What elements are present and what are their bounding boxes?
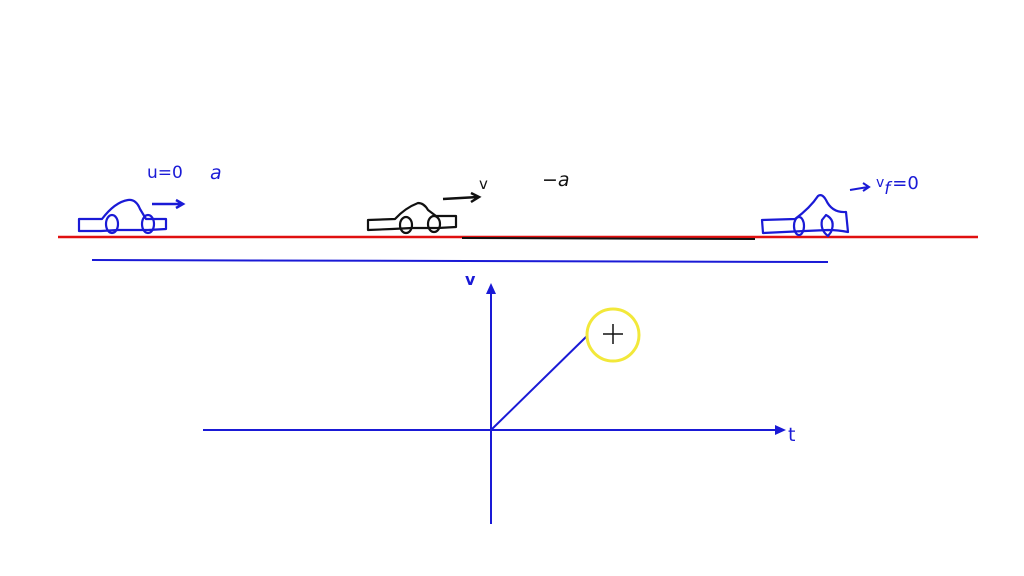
x-axis-label: t — [788, 424, 796, 446]
y-axis-arrowhead — [486, 283, 496, 294]
arrow-right-icon — [442, 191, 482, 204]
label-initial-velocity: u=0 — [147, 163, 183, 183]
arrow-right-icon — [152, 198, 186, 210]
label-vf-rest: =0 — [892, 173, 919, 194]
velocity-line — [490, 334, 589, 431]
car-end-icon — [760, 194, 850, 238]
car-start-icon — [77, 198, 168, 235]
label-velocity: v — [479, 175, 488, 193]
x-axis-arrowhead — [775, 425, 786, 435]
deceleration-segment — [461, 237, 756, 240]
label-final-velocity: vf=0 — [876, 173, 919, 198]
label-acceleration: a — [210, 162, 222, 184]
crosshair-plus-icon — [585, 307, 641, 363]
label-vf-main: v — [876, 175, 885, 191]
y-axis-label: v — [465, 270, 476, 289]
blue-underline — [91, 259, 829, 263]
label-deceleration: −a — [542, 169, 570, 191]
label-vf-sub: f — [884, 179, 891, 199]
arrow-right-icon — [849, 182, 871, 192]
car-middle-icon — [366, 201, 458, 235]
